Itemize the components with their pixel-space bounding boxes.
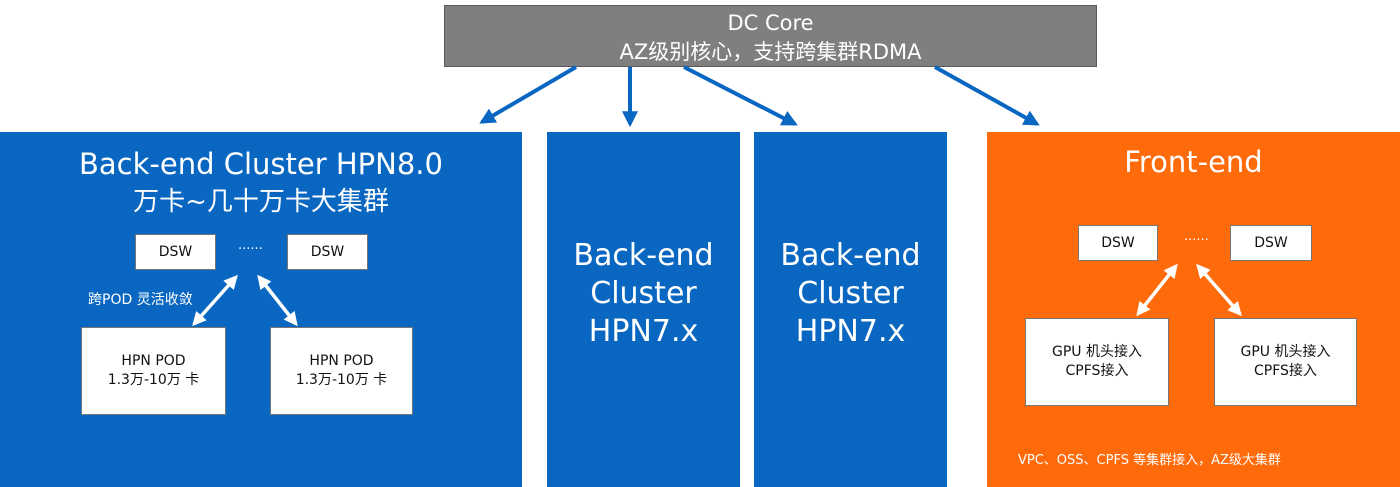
dc-core-box: DC Core AZ级别核心，支持跨集群RDMA <box>444 5 1097 67</box>
hpn8-cross-pod-note: 跨POD 灵活收敛 <box>88 292 193 308</box>
dc-core-title: DC Core <box>727 11 814 35</box>
hpn7-a-line1: Back-end <box>573 238 714 273</box>
arrow-hpn8-dsw-to-pod-right <box>257 274 298 327</box>
arrow-frontend-dsw-to-gpu-left <box>1136 263 1178 317</box>
dc-core-subtitle: AZ级别核心，支持跨集群RDMA <box>619 40 922 64</box>
hpn8-dsw-ellipsis: ······ <box>238 242 263 257</box>
frontend-gpu-right: GPU 机头接入 CPFS接入 <box>1214 318 1357 406</box>
hpn7-a-line3: HPN7.x <box>588 314 699 349</box>
frontend-dsw-left: DSW <box>1078 225 1158 261</box>
frontend-gpu-left-line1: GPU 机头接入 <box>1052 344 1142 360</box>
hpn8-dsw-left-label: DSW <box>158 243 193 260</box>
hpn8-pod-left: HPN POD 1.3万-10万 卡 <box>81 327 226 415</box>
hpn8-pod-left-line1: HPN POD <box>121 353 186 369</box>
hpn8-dsw-left: DSW <box>135 234 216 270</box>
hpn8-dsw-right-label: DSW <box>310 243 345 260</box>
hpn7-cluster-panel-b: Back-end Cluster HPN7.x <box>754 132 947 487</box>
hpn7-b-line3: HPN7.x <box>795 314 906 349</box>
hpn7-cluster-panel-a: Back-end Cluster HPN7.x <box>547 132 740 487</box>
frontend-dsw-right: DSW <box>1230 225 1312 261</box>
frontend-dsw-left-label: DSW <box>1101 234 1135 251</box>
hpn8-dsw-right: DSW <box>287 234 368 270</box>
arrow-frontend-dsw-to-gpu-right <box>1196 263 1242 317</box>
hpn7-b-line2: Cluster <box>797 276 904 311</box>
hpn8-pod-right-line1: HPN POD <box>309 353 374 369</box>
hpn7-a-line2: Cluster <box>590 276 697 311</box>
frontend-gpu-right-line1: GPU 机头接入 <box>1240 344 1331 360</box>
frontend-dsw-ellipsis: ······ <box>1184 233 1209 248</box>
frontend-dsw-right-label: DSW <box>1254 234 1288 251</box>
hpn8-pod-right-line2: 1.3万-10万 卡 <box>295 372 388 388</box>
arrow-core-to-hpn7-b <box>683 65 798 126</box>
arrow-core-to-frontend <box>934 65 1040 126</box>
frontend-panel: Front-end DSW ······ DSW GPU 机头接入 CPFS接入… <box>987 132 1400 487</box>
frontend-footer-note: VPC、OSS、CPFS 等集群接入，AZ级大集群 <box>1018 453 1281 468</box>
frontend-gpu-left: GPU 机头接入 CPFS接入 <box>1025 318 1169 406</box>
arrow-core-to-hpn8 <box>479 65 578 124</box>
hpn8-pod-right: HPN POD 1.3万-10万 卡 <box>270 327 413 415</box>
arrow-hpn8-dsw-to-pod-left <box>192 274 238 327</box>
hpn8-pod-left-line2: 1.3万-10万 卡 <box>107 372 200 388</box>
frontend-gpu-right-line2: CPFS接入 <box>1254 363 1317 379</box>
hpn8-subtitle: 万卡~几十万卡大集群 <box>133 187 389 217</box>
frontend-title: Front-end <box>1124 145 1263 179</box>
frontend-gpu-left-line2: CPFS接入 <box>1065 363 1129 379</box>
hpn7-b-line1: Back-end <box>780 238 921 273</box>
hpn8-title: Back-end Cluster HPN8.0 <box>79 147 443 181</box>
